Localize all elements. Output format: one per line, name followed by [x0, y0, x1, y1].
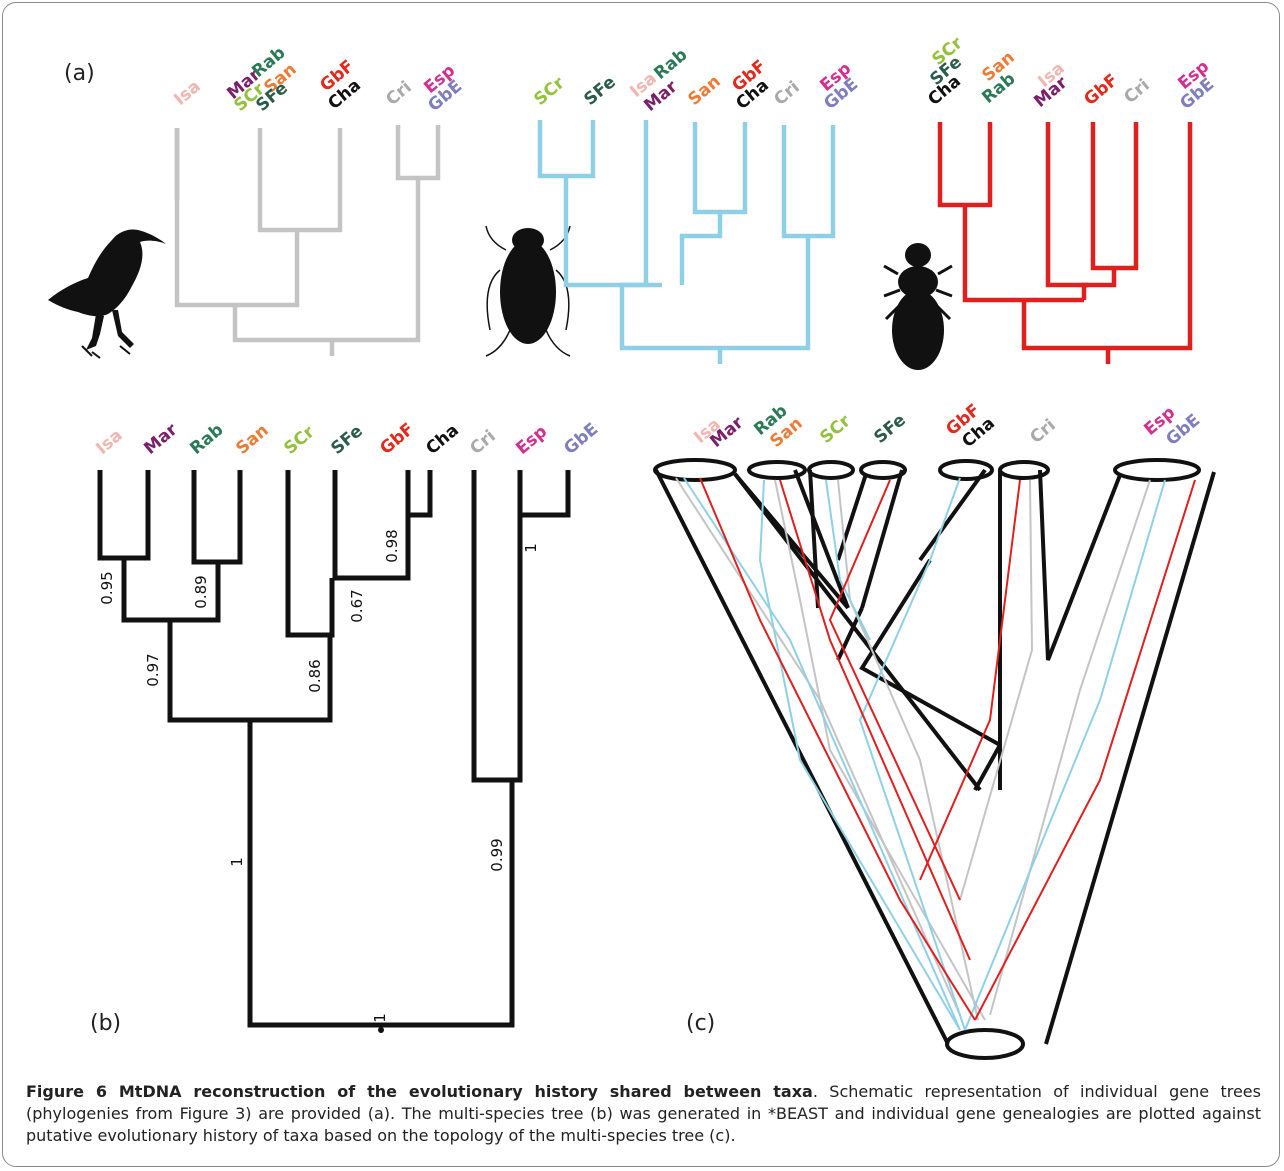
tree-branch [97, 470, 151, 561]
tip-label: Isa [170, 77, 204, 110]
tree-branch [619, 236, 811, 351]
caption-title: Figure 6 MtDNA reconstruction of the evo… [26, 1082, 813, 1101]
tree-branch [781, 125, 836, 239]
gene-lineage [683, 477, 961, 1031]
bird-silhouette-icon [48, 229, 166, 359]
tree-branch [332, 470, 411, 581]
support-value: 0.98 [383, 529, 401, 562]
tip-label: San [684, 71, 724, 109]
support-value: 1 [228, 857, 246, 867]
support-value: 0.99 [488, 838, 506, 871]
tip-label: SFe [327, 421, 366, 459]
gene-lineage [828, 479, 961, 901]
tip-label: SFe [870, 410, 909, 448]
root-node-marker [378, 1027, 384, 1033]
support-value: 0.67 [348, 589, 366, 622]
tree-branch [537, 120, 596, 179]
tip-label: Cha [422, 420, 462, 459]
tree-branch [405, 470, 433, 518]
tip-label: GbF [1080, 70, 1122, 110]
caption-body: . Schematic representation of individual… [26, 1082, 1261, 1145]
tip-ellipse [859, 460, 907, 480]
gene-lineage [964, 479, 1166, 1031]
gene-lineage [837, 479, 979, 1021]
tip-label: SCr [530, 73, 569, 110]
tip-label: SCr [280, 422, 319, 459]
tree-branch [285, 470, 335, 638]
tree-branch [1045, 122, 1088, 288]
panel-label-b: (b) [90, 1011, 121, 1036]
tip-label: Cri [1026, 415, 1059, 447]
panel-label-a: (a) [64, 61, 95, 86]
tree-branch [692, 122, 748, 215]
support-value: 1 [522, 543, 540, 553]
tree-branch [563, 120, 649, 288]
gene-lineage [774, 479, 986, 1021]
gene-lineage [974, 479, 1196, 1021]
species-tree-outline [733, 472, 982, 792]
tip-label: Mar [140, 419, 181, 458]
tree-branch [1090, 122, 1139, 271]
tree-branch [395, 125, 441, 181]
tip-label: Rab [186, 420, 227, 459]
tip-label: Isa [92, 426, 126, 459]
support-value: 1 [371, 1013, 389, 1023]
tree-branch [517, 470, 571, 518]
tree-branch [232, 178, 421, 343]
support-value: 0.97 [144, 653, 162, 686]
tree-branch [471, 470, 523, 783]
support-value: 0.95 [98, 571, 116, 604]
tip-label: Cri [466, 426, 499, 458]
louse-silhouette-icon [883, 243, 953, 370]
gene-lineage [959, 479, 1034, 901]
tip-ellipse [938, 459, 994, 481]
gene-lineage [699, 477, 976, 1021]
gene-lineage [779, 479, 971, 961]
tip-ellipse [747, 460, 807, 480]
gene-lineage [858, 477, 966, 1031]
tip-label: Cri [770, 77, 803, 109]
tip-label: San [232, 420, 272, 458]
tree-branch [1081, 268, 1117, 300]
tip-label: Cri [382, 77, 415, 109]
tip-label: Rab [650, 45, 691, 84]
panel-label-c: (c) [686, 1011, 715, 1036]
tip-ellipse [653, 458, 737, 482]
tip-ellipse [1113, 458, 1201, 482]
tip-label: Cri [1120, 75, 1153, 107]
tree-branch [962, 205, 1084, 303]
support-value: 0.89 [192, 575, 210, 608]
gene-lineage [825, 479, 871, 641]
tip-label: Esp [512, 422, 551, 459]
gene-lineage [919, 479, 1021, 881]
species-tree-outline [654, 468, 1216, 1045]
tree-branch [247, 720, 515, 1028]
tip-ellipse [807, 460, 855, 480]
support-value: 0.86 [306, 659, 324, 692]
mite-silhouette-icon [485, 225, 571, 357]
tree-branch [937, 122, 993, 208]
tree-branch [679, 212, 723, 285]
tip-label: SFe [580, 72, 619, 110]
tip-label: GbF [376, 419, 418, 459]
tree-branch [257, 128, 343, 233]
figure-caption: Figure 6 MtDNA reconstruction of the evo… [26, 1081, 1261, 1147]
tip-label: GbE [560, 419, 602, 459]
tree-branch [174, 128, 300, 308]
gene-lineage [989, 479, 1151, 1016]
root-ellipse [945, 1028, 1025, 1060]
tree-branch [191, 470, 243, 565]
tip-ellipse [998, 460, 1050, 480]
tip-label: SCr [816, 411, 855, 448]
